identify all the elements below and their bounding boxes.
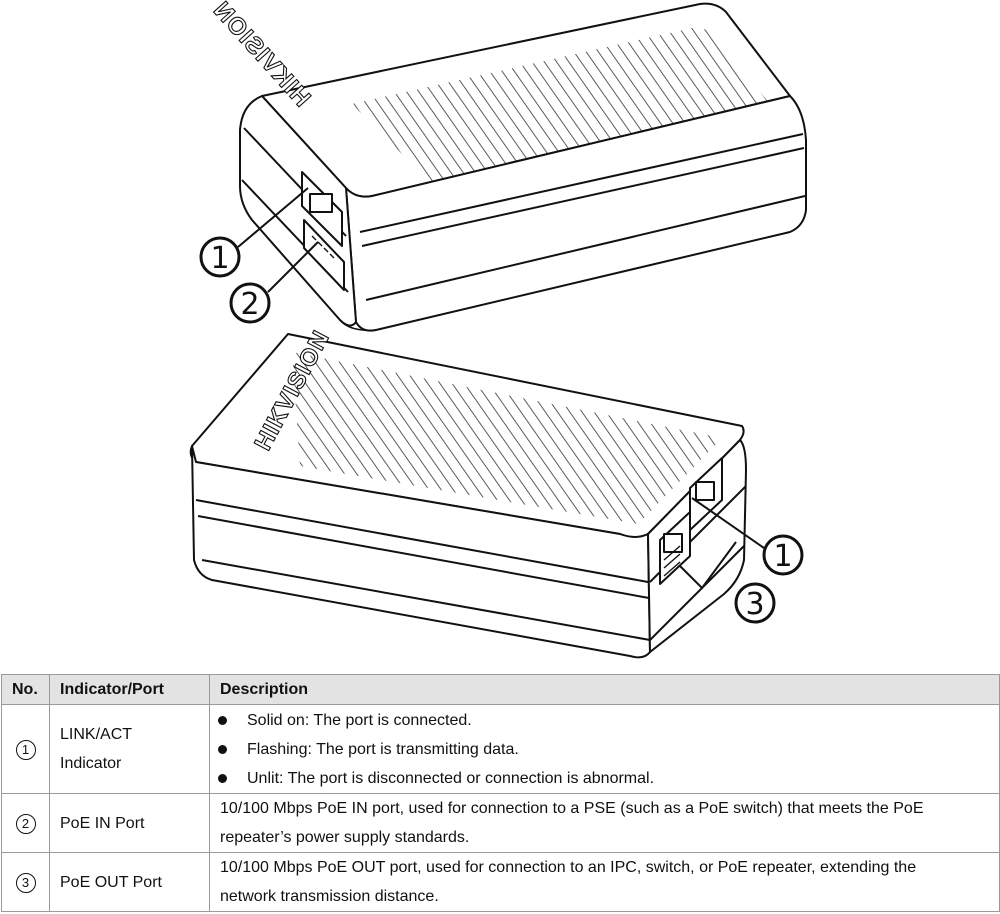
table-header-row: No. Indicator/Port Description <box>1 674 1000 705</box>
list-item: Flashing: The port is transmitting data. <box>210 735 993 764</box>
device-illustration: HIKVISION 1 2 HIKVISION 1 <box>189 0 807 659</box>
row-name: PoE IN Port <box>49 793 210 853</box>
top-device <box>239 2 807 332</box>
row-name: LINK/ACT Indicator <box>49 704 210 794</box>
row-number: 2 <box>1 793 50 853</box>
circled-number: 3 <box>15 872 36 893</box>
row-name: PoE OUT Port <box>49 852 210 912</box>
callout-2: 2 <box>229 241 319 324</box>
header-description: Description <box>209 674 1000 705</box>
row-number: 3 <box>1 852 50 912</box>
name-line: Indicator <box>60 755 122 772</box>
table-row: 2 PoE IN Port 10/100 Mbps PoE IN port, u… <box>1 793 1000 853</box>
desc-line: network transmission distance. <box>220 888 439 905</box>
bullet-list: Solid on: The port is connected. Flashin… <box>210 706 993 793</box>
svg-text:3: 3 <box>745 587 764 622</box>
svg-text:1: 1 <box>210 241 229 276</box>
circled-number: 1 <box>15 739 36 760</box>
desc-line: repeater’s power supply standards. <box>220 829 470 846</box>
table-row: 3 PoE OUT Port 10/100 Mbps PoE OUT port,… <box>1 852 1000 912</box>
row-description: 10/100 Mbps PoE OUT port, used for conne… <box>209 852 1000 912</box>
svg-text:2: 2 <box>240 287 259 322</box>
callout-1-bottom: 1 <box>691 497 804 576</box>
callout-3: 3 <box>679 541 776 624</box>
callout-1-top: 1 <box>199 187 309 278</box>
name-line: LINK/ACT <box>60 726 133 743</box>
indicator-port-table: No. Indicator/Port Description 1 LINK/AC… <box>1 674 1000 912</box>
list-item: Unlit: The port is disconnected or conne… <box>210 764 993 793</box>
header-no: No. <box>1 674 50 705</box>
row-number: 1 <box>1 704 50 794</box>
circled-number: 2 <box>15 813 36 834</box>
bottom-device <box>189 333 747 659</box>
list-item: Solid on: The port is connected. <box>210 706 993 735</box>
svg-text:1: 1 <box>773 539 792 574</box>
desc-line: 10/100 Mbps PoE IN port, used for connec… <box>220 800 924 817</box>
row-description: 10/100 Mbps PoE IN port, used for connec… <box>209 793 1000 853</box>
header-indicator-port: Indicator/Port <box>49 674 210 705</box>
desc-line: 10/100 Mbps PoE OUT port, used for conne… <box>220 859 917 876</box>
table-row: 1 LINK/ACT Indicator Solid on: The port … <box>1 704 1000 794</box>
row-description: Solid on: The port is connected. Flashin… <box>209 704 1000 794</box>
